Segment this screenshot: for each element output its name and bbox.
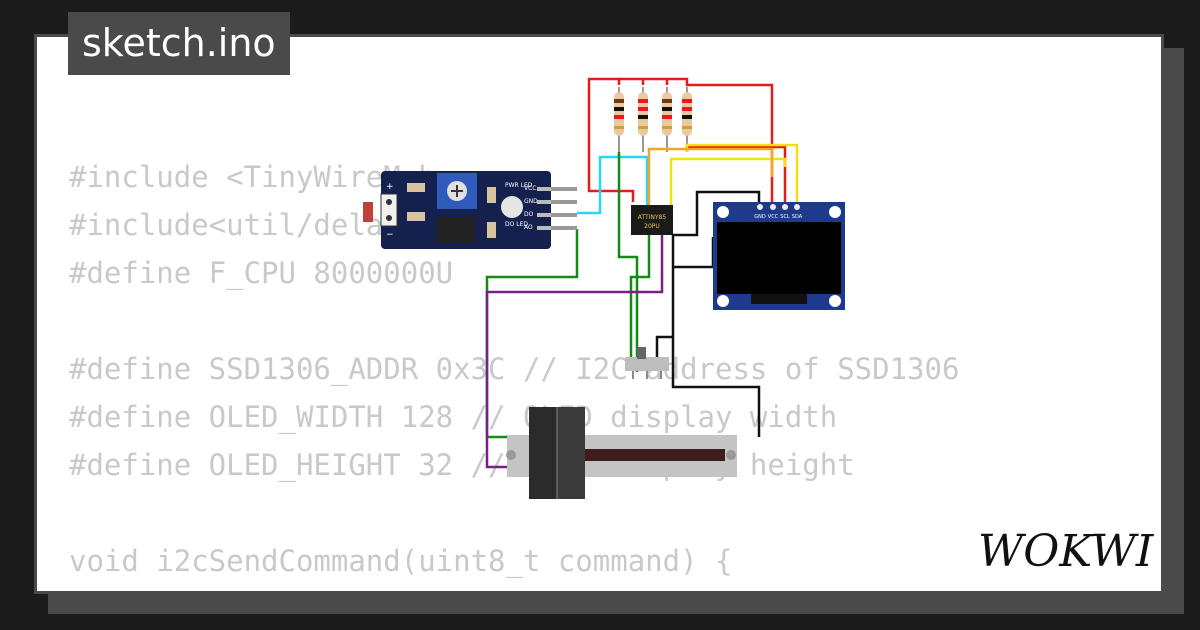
slide-potentiometer[interactable] (506, 407, 737, 499)
code-line: void i2cSendCommand(uint8_t command) { (69, 544, 733, 578)
oled-pin-gnd-label: GND (754, 214, 766, 220)
project-filename: sketch.ino (68, 12, 290, 75)
wire-cyan (577, 155, 649, 215)
wire-yellow (669, 157, 787, 207)
wire-green (629, 235, 651, 367)
attiny85-chip[interactable]: ATTINY85 20PU (631, 205, 673, 235)
wire-red (587, 77, 635, 202)
wire-red (685, 145, 787, 207)
pwr-led-label: PWR LED (505, 182, 533, 189)
oled-screen (717, 222, 841, 294)
do-led-label: DO LED (505, 221, 528, 228)
wire-black (655, 335, 673, 362)
code-line: #define SSD1306_ADDR 0x3C // I2C address… (69, 352, 960, 386)
wokwi-logo: WOKWI (978, 526, 1155, 577)
wire-red (641, 79, 669, 85)
resistor (638, 87, 648, 152)
wokwi-logo-text: WOKWI (978, 526, 1155, 577)
oled-pin-sda-label: SDA (792, 214, 803, 220)
wire-black (673, 190, 761, 237)
code-line: #define F_CPU 8000000U (69, 256, 454, 290)
comparator-chip (437, 217, 475, 243)
oled-display[interactable]: GND VCC SCL SDA (713, 202, 845, 310)
photoresistor-icon (363, 202, 373, 222)
project-preview-card[interactable]: #include <TinyWireM.h>#include<util/dela… (34, 34, 1164, 594)
oled-pin-scl-label: SCL (780, 214, 790, 220)
wire-black (673, 237, 715, 269)
resistor (682, 87, 692, 152)
wire-green (617, 152, 639, 372)
pin-do-label: DO (524, 211, 534, 218)
chip-sublabel: 20PU (644, 223, 660, 230)
pin-gnd-label: GND (524, 198, 538, 205)
wire-purple (485, 235, 664, 469)
slide-switch[interactable] (625, 347, 669, 379)
resistor (662, 87, 672, 152)
ldr-sensor-module[interactable]: + − PWR LED DO LED VCC GND DO AO (363, 171, 577, 249)
wire-yellow (685, 143, 799, 207)
wire-red (619, 77, 774, 207)
led-icon (501, 196, 523, 218)
pin-ao-label: AO (524, 224, 533, 231)
wire-orange (647, 147, 774, 207)
resistor-array (614, 87, 692, 152)
resistor (614, 87, 624, 152)
pin-vcc-label: VCC (524, 185, 536, 192)
code-line: #define OLED_WIDTH 128 // OLED display w… (69, 400, 838, 434)
slider-knob[interactable] (529, 407, 557, 499)
chip-label: ATTINY85 (638, 214, 667, 221)
circuit-diagram: + − PWR LED DO LED VCC GND DO AO (363, 77, 845, 499)
terminal-minus-label: − (386, 230, 394, 240)
wires (485, 77, 799, 469)
wire-green (485, 229, 579, 439)
wire-black (671, 235, 761, 437)
terminal-plus-label: + (386, 182, 394, 192)
oled-pin-vcc-label: VCC (768, 214, 779, 220)
